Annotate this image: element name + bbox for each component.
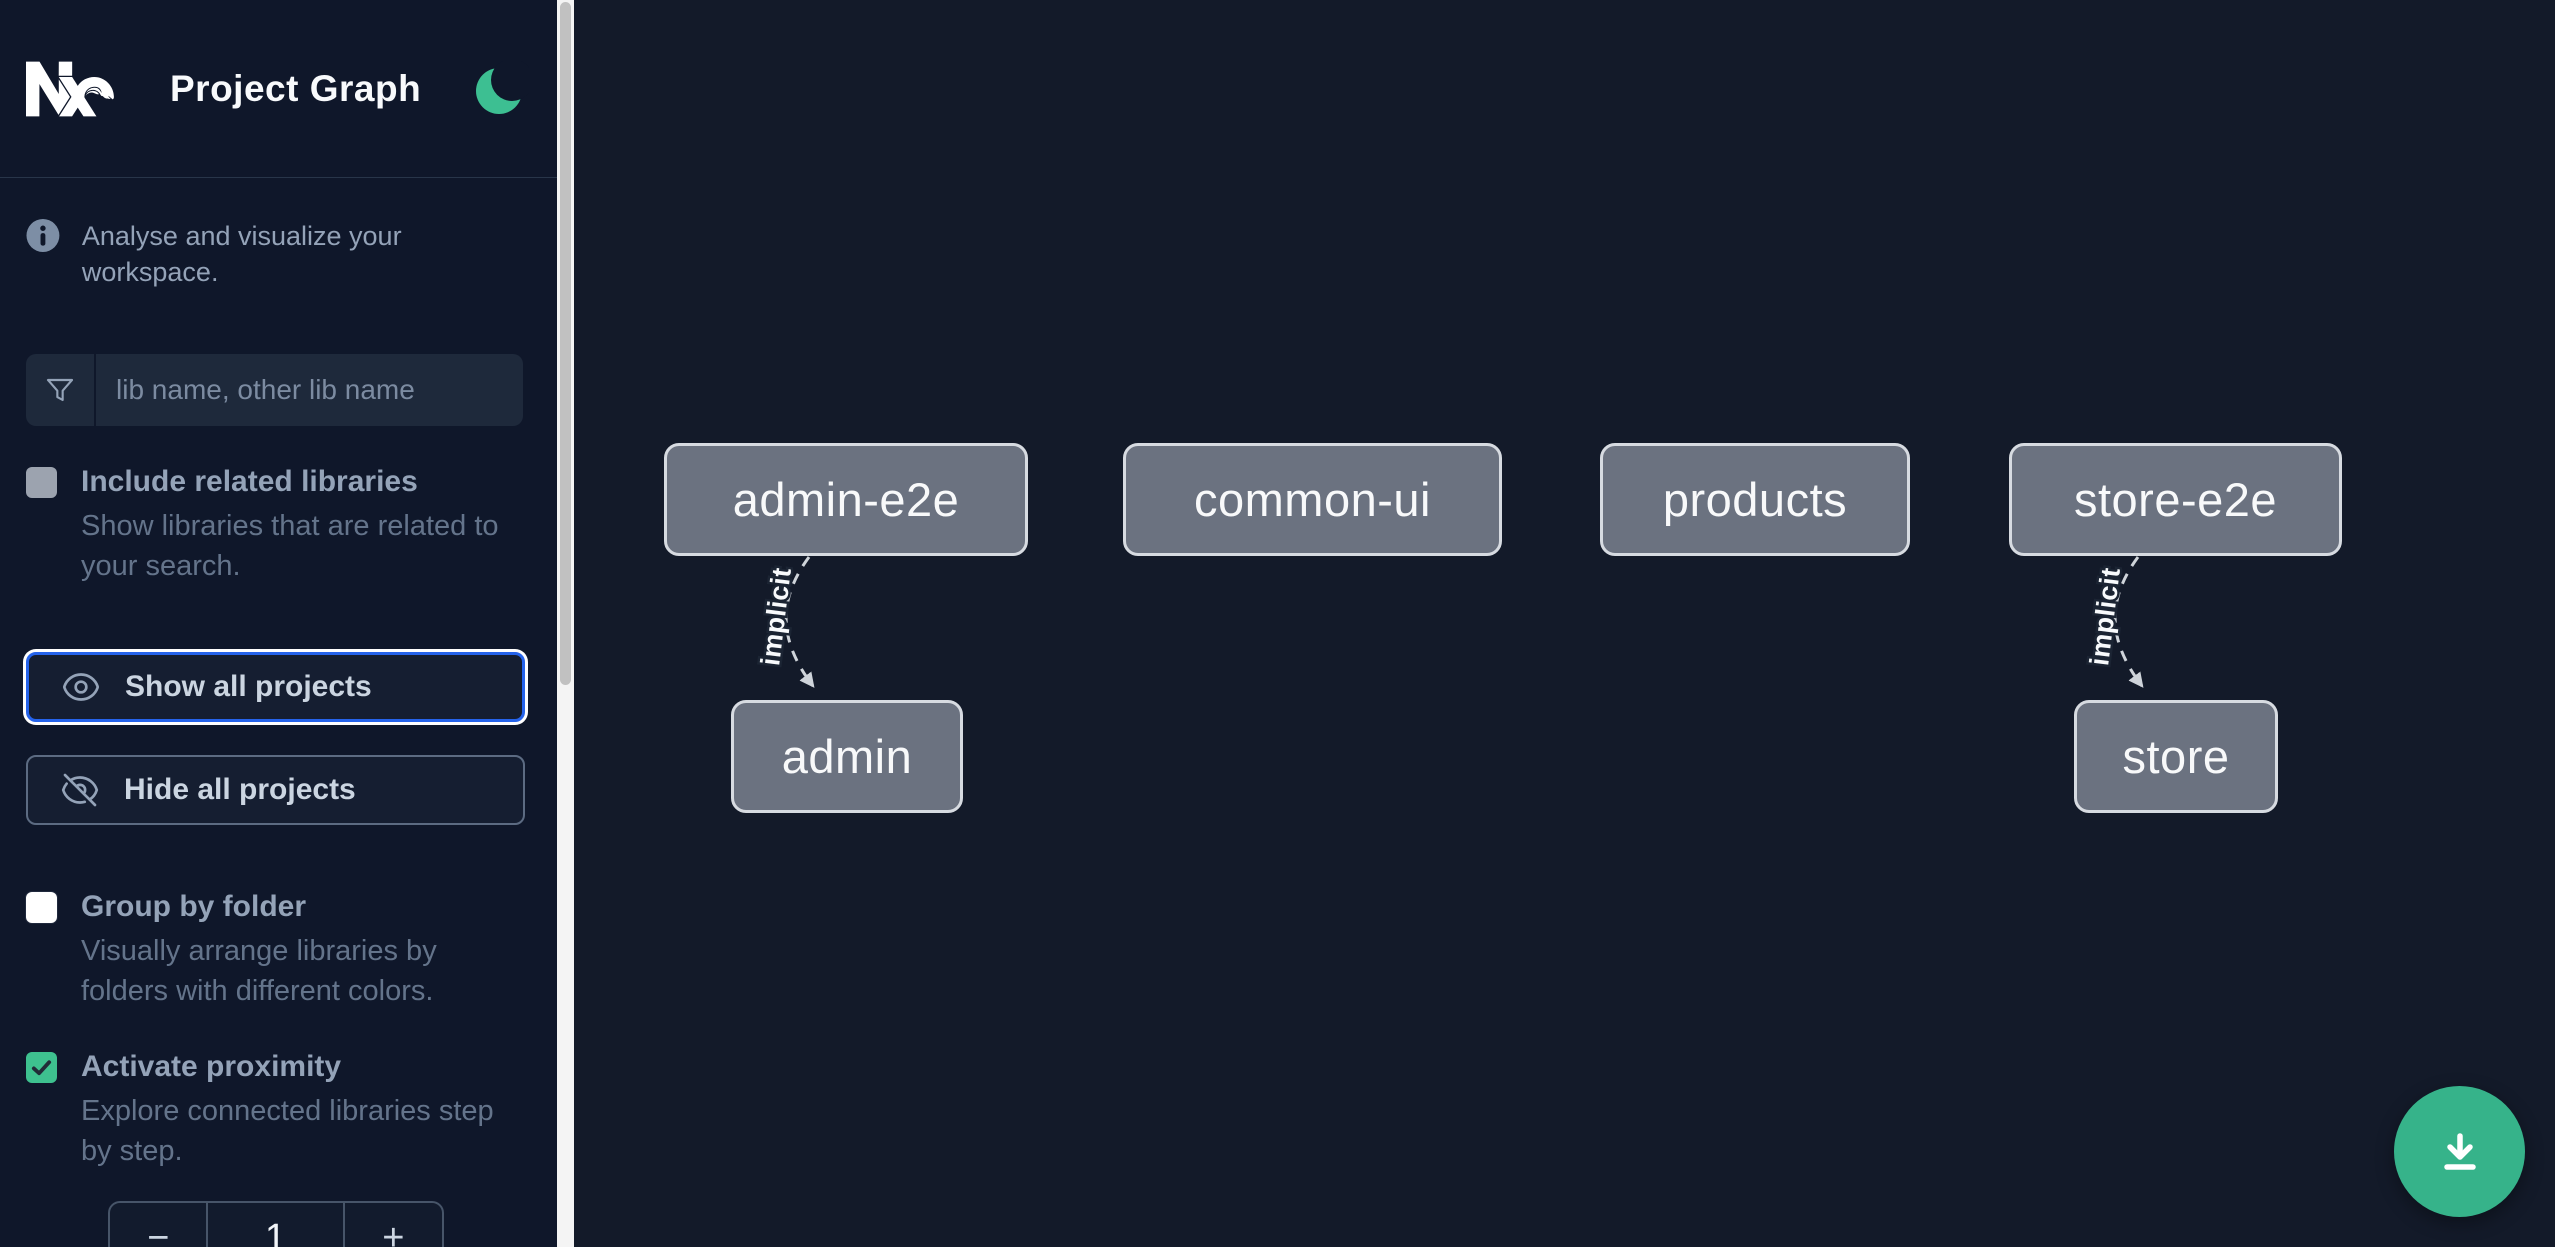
- option-include-related[interactable]: Include related libraries Show libraries…: [26, 464, 531, 586]
- decrement-button[interactable]: −: [110, 1203, 206, 1247]
- graph-edge-admin-e2e-admin[interactable]: [784, 556, 815, 688]
- check-icon: [31, 1060, 52, 1076]
- hide-all-projects-button[interactable]: Hide all projects: [26, 755, 525, 825]
- activate-proximity-checkbox[interactable]: [26, 1052, 57, 1083]
- option-description: Explore connected libraries step by step…: [81, 1095, 494, 1167]
- nx-logo-icon: [26, 61, 114, 116]
- search-input[interactable]: [96, 354, 523, 426]
- group-by-folder-checkbox[interactable]: [26, 892, 57, 923]
- graph-node-store-e2e[interactable]: store-e2e: [2009, 443, 2342, 556]
- proximity-value: 1: [206, 1203, 342, 1247]
- page-title: Project Graph: [170, 67, 422, 109]
- dark-mode-toggle[interactable]: [473, 58, 534, 117]
- sidebar: Project Graph Analyse and visualize your…: [0, 0, 557, 1247]
- hide-all-label: Hide all projects: [124, 773, 356, 806]
- include-related-checkbox[interactable]: [26, 467, 57, 498]
- graph-canvas[interactable]: implicit implicit admin-e2e common-ui produ…: [574, 0, 2555, 1247]
- download-image-button[interactable]: [2394, 1086, 2525, 1217]
- download-icon: [2443, 1132, 2476, 1170]
- search-box: [26, 354, 523, 426]
- option-description: Show libraries that are related to your …: [81, 510, 499, 582]
- option-activate-proximity[interactable]: Activate proximity Explore connected lib…: [26, 1049, 531, 1171]
- option-group-by-folder[interactable]: Group by folder Visually arrange librari…: [26, 889, 531, 1011]
- eye-slash-icon: [61, 773, 99, 807]
- sidebar-scrollbar[interactable]: [557, 0, 574, 1247]
- intro-text: Analyse and visualize your workspace.: [81, 221, 402, 287]
- option-label: Group by folder: [81, 890, 306, 923]
- filter-icon-cell: [26, 354, 96, 426]
- graph-edge-store-e2e-store[interactable]: [2113, 556, 2144, 688]
- option-label: Include related libraries: [81, 465, 418, 498]
- funnel-icon: [46, 378, 74, 402]
- graph-node-common-ui[interactable]: common-ui: [1123, 443, 1502, 556]
- info-icon: [26, 219, 60, 252]
- show-all-projects-button[interactable]: Show all projects: [26, 652, 525, 722]
- option-label: Activate proximity: [81, 1050, 342, 1083]
- proximity-stepper: − 1 +: [108, 1201, 444, 1247]
- eye-icon: [62, 673, 100, 701]
- edge-label-implicit: implicit: [2084, 566, 2126, 667]
- moon-icon: [476, 58, 534, 114]
- graph-node-store[interactable]: store: [2074, 700, 2278, 813]
- sidebar-header: Project Graph: [0, 0, 557, 178]
- option-description: Visually arrange libraries by folders wi…: [81, 935, 437, 1007]
- show-all-label: Show all projects: [125, 670, 372, 703]
- increment-button[interactable]: +: [342, 1203, 442, 1247]
- graph-node-admin-e2e[interactable]: admin-e2e: [664, 443, 1028, 556]
- edge-label-implicit: implicit: [755, 566, 797, 667]
- scrollbar-thumb[interactable]: [560, 2, 571, 685]
- graph-node-admin[interactable]: admin: [731, 700, 963, 813]
- graph-node-products[interactable]: products: [1600, 443, 1910, 556]
- graph-edges-layer: implicit implicit: [753, 556, 2144, 688]
- intro-row: Analyse and visualize your workspace.: [26, 218, 531, 290]
